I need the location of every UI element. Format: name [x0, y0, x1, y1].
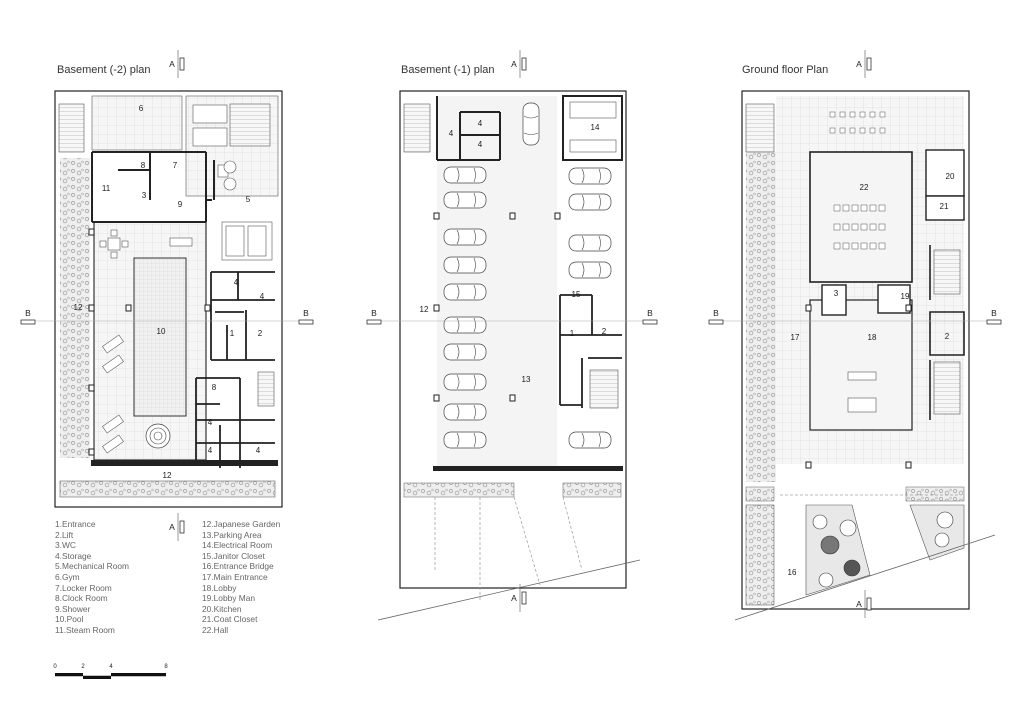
room-number-label: 4: [256, 446, 261, 455]
room-number-label: 4: [478, 140, 483, 149]
legend-column-2: 12.Japanese Garden 13.Parking Area 14.El…: [202, 519, 280, 636]
legend-item: 9.Shower: [55, 603, 91, 614]
scale-tick-2: 2: [81, 664, 85, 670]
legend-item: 2.Lift: [55, 529, 74, 540]
section-label-b: B: [303, 308, 309, 318]
legend-item: 17.Main Entrance: [202, 571, 268, 582]
scale-tick-8: 8: [164, 664, 168, 670]
room-number-label: 14: [591, 123, 600, 132]
legend-item: 11.Steam Room: [55, 624, 115, 635]
room-number-label: 4: [208, 446, 213, 455]
room-number-label: 11: [102, 184, 111, 193]
room-number-label: 20: [946, 172, 955, 181]
room-number-label: 1: [230, 329, 235, 338]
section-label-b: B: [371, 308, 377, 318]
room-number-label: 2: [945, 332, 950, 341]
legend-item: 12.Japanese Garden: [202, 519, 281, 529]
room-number-label: 1: [570, 329, 575, 338]
section-label-b: B: [25, 308, 31, 318]
room-number-label: 2: [602, 327, 607, 336]
section-label-a: A: [856, 59, 862, 69]
legend-item: 1.Entrance: [55, 519, 96, 529]
room-number-label: 13: [522, 375, 531, 384]
legend-item: 5.Mechanical Room: [55, 561, 130, 572]
section-label-b: B: [647, 308, 653, 318]
legend-item: 8.Clock Room: [55, 593, 108, 604]
legend-item: 6.Gym: [55, 571, 80, 582]
plan-ground-floor: [734, 90, 996, 621]
legend-item: 10.Pool: [55, 614, 84, 625]
plan-basement-2: [54, 90, 283, 508]
room-number-label: 8: [212, 383, 217, 392]
plan-title-ground-floor: Ground floor Plan: [742, 64, 829, 76]
scale-tick-0: 0: [53, 664, 57, 670]
legend-item: 22.Hall: [202, 624, 229, 635]
legend-item: 7.Locker Room: [55, 582, 112, 593]
legend-item: 4.Storage: [55, 550, 92, 561]
room-number-label: 4: [478, 119, 483, 128]
legend-item: 15.Janitor Closet: [202, 550, 265, 561]
section-label-a: A: [511, 59, 517, 69]
legend-item: 21.Coat Closet: [202, 614, 258, 625]
section-label-a: A: [511, 593, 517, 603]
room-number-label: 19: [901, 292, 910, 301]
room-number-label: 21: [940, 202, 949, 211]
room-number-label: 16: [788, 568, 797, 577]
section-label-b: B: [713, 308, 719, 318]
room-number-label: 4: [234, 278, 239, 287]
room-number-label: 12: [74, 303, 83, 312]
room-number-label: 7: [173, 161, 178, 170]
section-label-a: A: [169, 59, 175, 69]
room-number-label: 18: [868, 333, 877, 342]
scale-tick-4: 4: [109, 664, 113, 670]
room-number-label: 4: [208, 418, 213, 427]
plan-basement-1: [377, 90, 641, 621]
room-number-label: 12: [420, 305, 429, 314]
legend-item: 19.Lobby Man: [202, 593, 256, 604]
section-marker-labels: A A A A A A B B B B B B: [25, 59, 997, 609]
plan-title-basement-1: Basement (-1) plan: [401, 64, 495, 76]
room-number-label: 2: [258, 329, 263, 338]
legend-item: 18.Lobby: [202, 582, 237, 593]
room-number-label: 17: [791, 333, 800, 342]
room-number-label: 22: [860, 183, 869, 192]
room-number-label: 9: [178, 200, 183, 209]
section-label-a: A: [169, 522, 175, 532]
legend-item: 3.WC: [55, 540, 76, 551]
room-number-label: 10: [157, 327, 166, 336]
legend-item: 20.Kitchen: [202, 603, 242, 614]
room-number-label: 4: [449, 129, 454, 138]
legend-item: 14.Electrical Room: [202, 540, 273, 551]
scale-bar: 0 2 4 8: [53, 664, 168, 679]
room-number-label: 3: [834, 289, 839, 298]
section-label-b: B: [991, 308, 997, 318]
section-label-a: A: [856, 599, 862, 609]
room-number-label: 3: [142, 191, 147, 200]
plan-title-basement-2: Basement (-2) plan: [57, 64, 151, 76]
section-markers-b: [20, 319, 1002, 325]
room-number-label: 15: [572, 290, 581, 299]
legend-column-1: 1.Entrance 2.Lift 3.WC 4.Storage 5.Mecha…: [55, 519, 129, 636]
room-number-label: 12: [163, 471, 172, 480]
room-number-label: 4: [260, 292, 265, 301]
legend-item: 13.Parking Area: [202, 529, 262, 540]
room-number-label: 6: [139, 104, 144, 113]
room-number-label: 5: [246, 195, 251, 204]
room-number-label: 8: [141, 161, 146, 170]
legend-item: 16.Entrance Bridge: [202, 561, 274, 572]
